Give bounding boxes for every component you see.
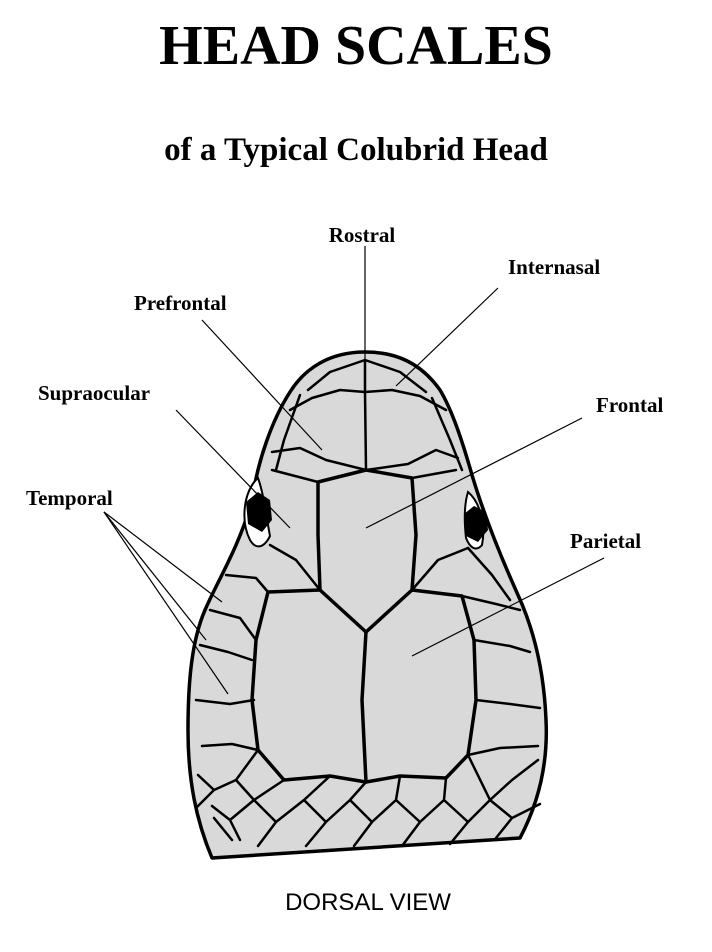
parietal-leader — [411, 557, 605, 657]
temporal-leader-1 — [103, 511, 223, 603]
loreal-seam-left — [274, 393, 302, 472]
diagram-subtitle: of a Typical Colubrid Head — [164, 132, 548, 168]
right-eye — [464, 506, 488, 542]
internasal-leader — [395, 287, 499, 387]
label-supraocular: Supraocular — [38, 381, 150, 405]
temporal-scales-right — [460, 546, 542, 757]
parietal-right — [364, 588, 478, 784]
parietal-midline — [360, 630, 368, 784]
parietal-left — [250, 588, 368, 784]
label-parietal: Parietal — [570, 529, 641, 553]
label-frontal: Frontal — [596, 393, 663, 417]
diagram-title: HEAD SCALES — [159, 15, 553, 77]
view-label: DORSAL VIEW — [285, 889, 451, 916]
label-rostral: Rostral — [329, 223, 396, 247]
label-temporal: Temporal — [26, 486, 113, 510]
supraocular-leader — [175, 409, 291, 529]
temporal-leader-2 — [103, 511, 207, 641]
temporal-scales-left — [194, 573, 270, 752]
label-prefrontal: Prefrontal — [134, 291, 227, 315]
loreal-seam-right — [430, 396, 464, 472]
temporal-leader-3 — [103, 511, 229, 695]
prefrontal-leader — [201, 319, 323, 451]
body-scales — [194, 748, 542, 848]
nasal-midline — [363, 390, 368, 472]
frontal-leader — [365, 417, 583, 529]
supraocular-right — [410, 468, 470, 592]
label-internasal: Internasal — [508, 255, 600, 279]
supraocular-left — [268, 468, 322, 592]
